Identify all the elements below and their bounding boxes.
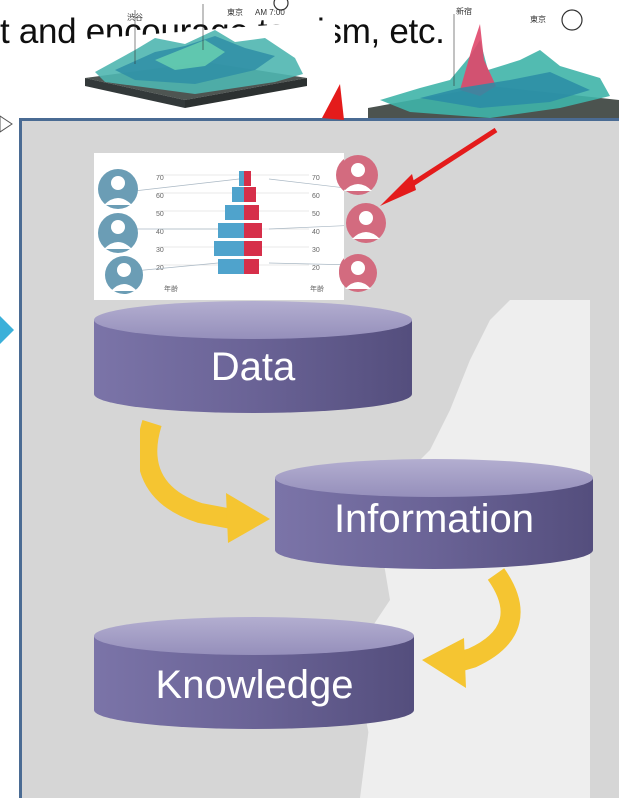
info-icon: [561, 9, 583, 31]
female-bar: [244, 205, 259, 220]
age-axis-label-right: 年齢: [310, 284, 324, 293]
age-tick: 60: [156, 193, 164, 200]
knowledge-cylinder: [94, 617, 414, 729]
age-tick: 40: [156, 229, 164, 236]
pyramid-tick-labels-right: 70 60 50 40 30 20: [312, 175, 320, 272]
age-tick: 30: [156, 247, 164, 254]
female-bar: [244, 259, 259, 274]
age-tick: 50: [156, 211, 164, 218]
left-partial-shapes: [0, 115, 14, 344]
age-tick: 40: [312, 229, 320, 236]
male-avatars: [98, 169, 143, 294]
age-tick: 30: [312, 247, 320, 254]
female-bar: [244, 241, 262, 256]
map-label-e: 東京: [530, 14, 546, 24]
male-bar: [225, 205, 244, 220]
age-tick: 20: [312, 265, 320, 272]
male-bar: [214, 241, 244, 256]
data-cylinder: [94, 301, 412, 413]
information-label: Information: [333, 497, 535, 541]
age-tick: 70: [156, 175, 164, 182]
pointer-arrows: [322, 84, 498, 206]
map-label-b: 東京: [227, 7, 243, 17]
clock-icon: [273, 0, 289, 11]
knowledge-label: Knowledge: [155, 663, 354, 707]
female-bar: [244, 187, 256, 202]
population-pyramid: 70 60 50 40 30 20 70 60 50 40 30 20: [94, 153, 344, 300]
female-bars: [244, 171, 262, 274]
male-bar: [218, 223, 244, 238]
map-label-c: AM 7:00: [255, 8, 285, 17]
age-tick: 50: [312, 211, 320, 218]
arrow-information-to-knowledge: [422, 568, 521, 688]
data-label: Data: [210, 345, 296, 389]
panel-top-edge: [19, 118, 619, 121]
arrow-data-to-information: [140, 420, 270, 543]
age-tick: 70: [312, 175, 320, 182]
male-bar: [232, 187, 244, 202]
male-bar: [239, 171, 244, 186]
female-bar: [244, 223, 262, 238]
male-bars: [214, 171, 244, 274]
age-axis-label-left: 年齢: [164, 284, 178, 293]
female-avatars-outside: [338, 155, 386, 292]
female-bar: [244, 171, 251, 186]
male-bar: [218, 259, 244, 274]
map-label-a: 渋谷: [127, 12, 143, 22]
age-tick: 60: [312, 193, 320, 200]
information-cylinder: [275, 459, 593, 569]
3d-map-left: 渋谷 東京 AM 7:00: [75, 0, 335, 120]
map-label-d: 新宿: [456, 6, 472, 16]
